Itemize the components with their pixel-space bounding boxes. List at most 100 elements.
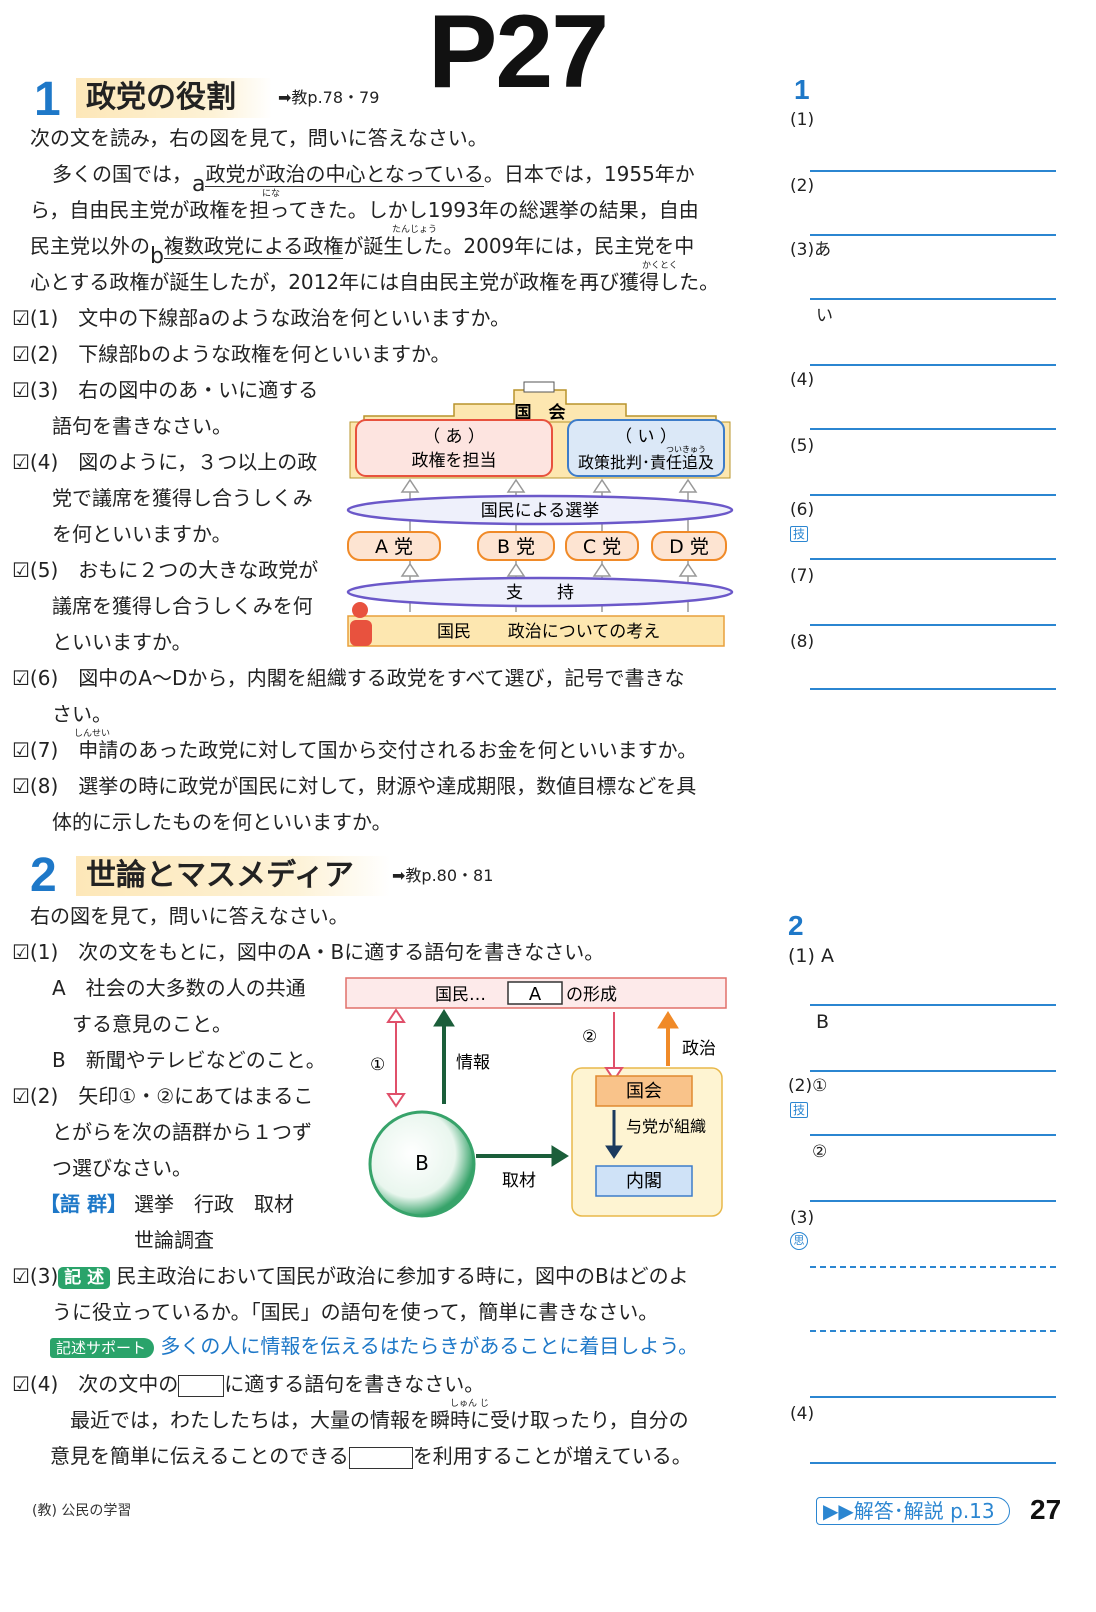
politics-label: 政治: [682, 1039, 716, 1059]
s2-question-3-line-1: ☑(3)記 述 民主政治において国民が政治に参加する時に，図中のBはどのよ: [12, 1264, 689, 1289]
media-circle: [368, 1110, 476, 1218]
kijutsu-badge: 記 述: [58, 1267, 111, 1289]
answer-line-1-3i[interactable]: [810, 364, 1056, 366]
passage-line-1: 多くの国では，a政党が政治の中心となっている。日本では，1955年か: [52, 162, 695, 197]
answer-line-2-1b[interactable]: [810, 1070, 1056, 1072]
answer-label-1-7: (7): [790, 566, 815, 586]
party-a-label: A 党: [375, 536, 413, 558]
party-politics-diagram: 国 会 （ あ ） 政権を担当 （ い ） ついきゅう 政策批判･責任追及 国民…: [346, 381, 734, 647]
word-bank-line-2: 世論調査: [134, 1228, 214, 1252]
skill-tag-2: 技: [790, 1102, 809, 1118]
answer-label-2-1a: (1) A: [788, 945, 834, 967]
answer-label-1-3i: い: [816, 306, 833, 326]
election-ring: [346, 494, 734, 526]
coverage-arrow: [476, 1145, 569, 1167]
citizen-person-head: [352, 602, 368, 618]
answer-line-2-2-2[interactable]: [810, 1200, 1056, 1202]
ruby-ni: にな: [262, 189, 281, 199]
s2-question-2-line-3: つ選びなさい。: [52, 1156, 192, 1180]
ruby-tsuikyuu: ついきゅう: [666, 445, 706, 454]
s2-question-1: ☑(1) 次の文をもとに，図中のA・Bに適する語句を書きなさい。: [12, 940, 605, 964]
definition-b: B 新聞やテレビなどのこと。: [52, 1048, 326, 1072]
section1-textbook-ref: ➡教p.78・79: [278, 88, 380, 107]
party-d-box: [651, 531, 727, 561]
answer-line-1-2[interactable]: [810, 234, 1056, 236]
section1-instruction: 次の文を読み，右の図を見て，問いに答えなさい。: [30, 126, 488, 150]
section1-number: 1: [34, 73, 61, 126]
box-a-label: （ あ ）: [423, 427, 485, 447]
answer-line-2-1a[interactable]: [810, 1004, 1056, 1006]
s1-question-5-line-2: 議席を獲得し合うしくみを何: [52, 594, 313, 618]
citizens-label: 国民: [437, 622, 471, 642]
answer-line-1-5[interactable]: [810, 494, 1056, 496]
media-diagram: 国民… A の形成 ① 情報 B 取材 ② 政治 国会 与党が組織 内閣: [345, 977, 727, 1218]
answer-label-2-3: (3): [790, 1208, 815, 1228]
answer-line-2-3[interactable]: [810, 1396, 1056, 1398]
party-b-label: B 党: [497, 536, 535, 558]
organize-arrow: [605, 1110, 623, 1159]
word-bank-line-1: 選挙 行政 取材: [134, 1192, 294, 1216]
writing-support-badge: 記述サポート: [50, 1338, 155, 1358]
section1-title: 政党の役割: [76, 78, 272, 118]
answer-label-2-2-1: (2)①: [788, 1076, 828, 1096]
s2-question-2-line-1: ☑(2) 矢印①・②にあてはまるこ: [12, 1084, 314, 1108]
answer-label-1-2: (2): [790, 176, 815, 196]
answer-line-2-4[interactable]: [810, 1462, 1056, 1464]
citizens-bar: [347, 615, 725, 647]
ruling-party-label: 与党が組織: [626, 1117, 706, 1136]
citizen-person-body: [350, 620, 372, 646]
arrow-1: [386, 1008, 406, 1108]
ruby-kakutoku: かくとく: [642, 261, 678, 271]
ruby-shunji: しゅん じ: [450, 1399, 489, 1409]
answer-label-2-1b: B: [816, 1011, 830, 1033]
thinking-tag: 思: [790, 1232, 808, 1250]
top-label-pre: 国民…: [435, 985, 486, 1005]
page-big-title: P27: [428, 0, 609, 110]
s1-question-1: ☑(1) 文中の下線部aのような政治を何といいますか。: [12, 306, 511, 330]
arrow-2: [604, 1012, 624, 1082]
answer-line-1-7[interactable]: [810, 624, 1056, 626]
definition-a-line-1: A 社会の大多数の人の共通: [52, 976, 306, 1000]
politics-arrow: [657, 1011, 679, 1066]
s1-question-4-line-3: を何といいますか。: [52, 522, 232, 546]
diet-building-tower: [523, 381, 555, 393]
party-a-box: [347, 531, 441, 561]
answer-label-1-3a: (3)あ: [790, 240, 832, 260]
answer-line-2-2-1[interactable]: [810, 1134, 1056, 1136]
s1-question-5-line-3: といいますか。: [52, 630, 192, 654]
s1-question-4-line-2: 党で議席を獲得し合うしくみ: [52, 486, 313, 510]
answer-dashline-2-3-a[interactable]: [810, 1266, 1056, 1268]
s1-question-6-line-1: ☑(6) 図中のA～Dから，内閣を組織する政党をすべて選び，記号で書きな: [12, 666, 685, 690]
passage-line-2: ら，自由民主党が政権を担ってきた。しかし1993年の総選挙の結果，自由: [30, 198, 699, 222]
blank-box-2: [348, 1446, 413, 1469]
answer-line-1-6[interactable]: [810, 558, 1056, 560]
answer-label-1-8: (8): [790, 632, 815, 652]
answer-dashline-2-3-b[interactable]: [810, 1330, 1056, 1332]
answer-line-1-4[interactable]: [810, 428, 1056, 430]
top-label-post: の形成: [566, 985, 617, 1005]
answer-reference-link[interactable]: ▶▶解答･解説 p.13: [816, 1497, 1010, 1525]
answer-line-1-1[interactable]: [810, 170, 1056, 172]
section2-instruction: 右の図を見て，問いに答えなさい。: [30, 904, 349, 928]
answer-label-1-4: (4): [790, 370, 815, 390]
answer-line-1-3a[interactable]: [810, 298, 1056, 300]
skill-tag-1: 技: [790, 526, 809, 542]
s1-question-7: ☑(7) 申請のあった政党に対して国から交付されるお金を何といいますか。: [12, 738, 698, 762]
definition-a-line-2: する意見のこと。: [72, 1012, 232, 1036]
box-a: [355, 419, 553, 477]
s1-question-8-line-1: ☑(8) 選挙の時に政党が国民に対して，財源や達成期限，数値目標などを具: [12, 774, 697, 798]
box-i: [567, 419, 725, 477]
section2-title: 世論とマスメディア: [76, 856, 390, 896]
section2-textbook-ref: ➡教p.80・81: [392, 866, 494, 885]
answer-line-1-8[interactable]: [810, 688, 1056, 690]
s1-question-8-line-2: 体的に示したものを何といいますか。: [52, 810, 392, 834]
passage-line-4: 心とする政権が誕生したが，2012年には自由民主党が政権を再び獲得した。: [30, 270, 720, 294]
arrow-2-label: ②: [582, 1027, 597, 1047]
blank-box: [178, 1374, 225, 1397]
s1-question-3-line-1: ☑(3) 右の図中のあ・いに適する: [12, 378, 319, 402]
party-b-box: [477, 531, 555, 561]
party-c-box: [565, 531, 639, 561]
support-ring: [346, 576, 734, 608]
top-box-label: A: [529, 984, 542, 1005]
party-boxes: A 党 B 党 C 党 D 党: [347, 531, 727, 561]
